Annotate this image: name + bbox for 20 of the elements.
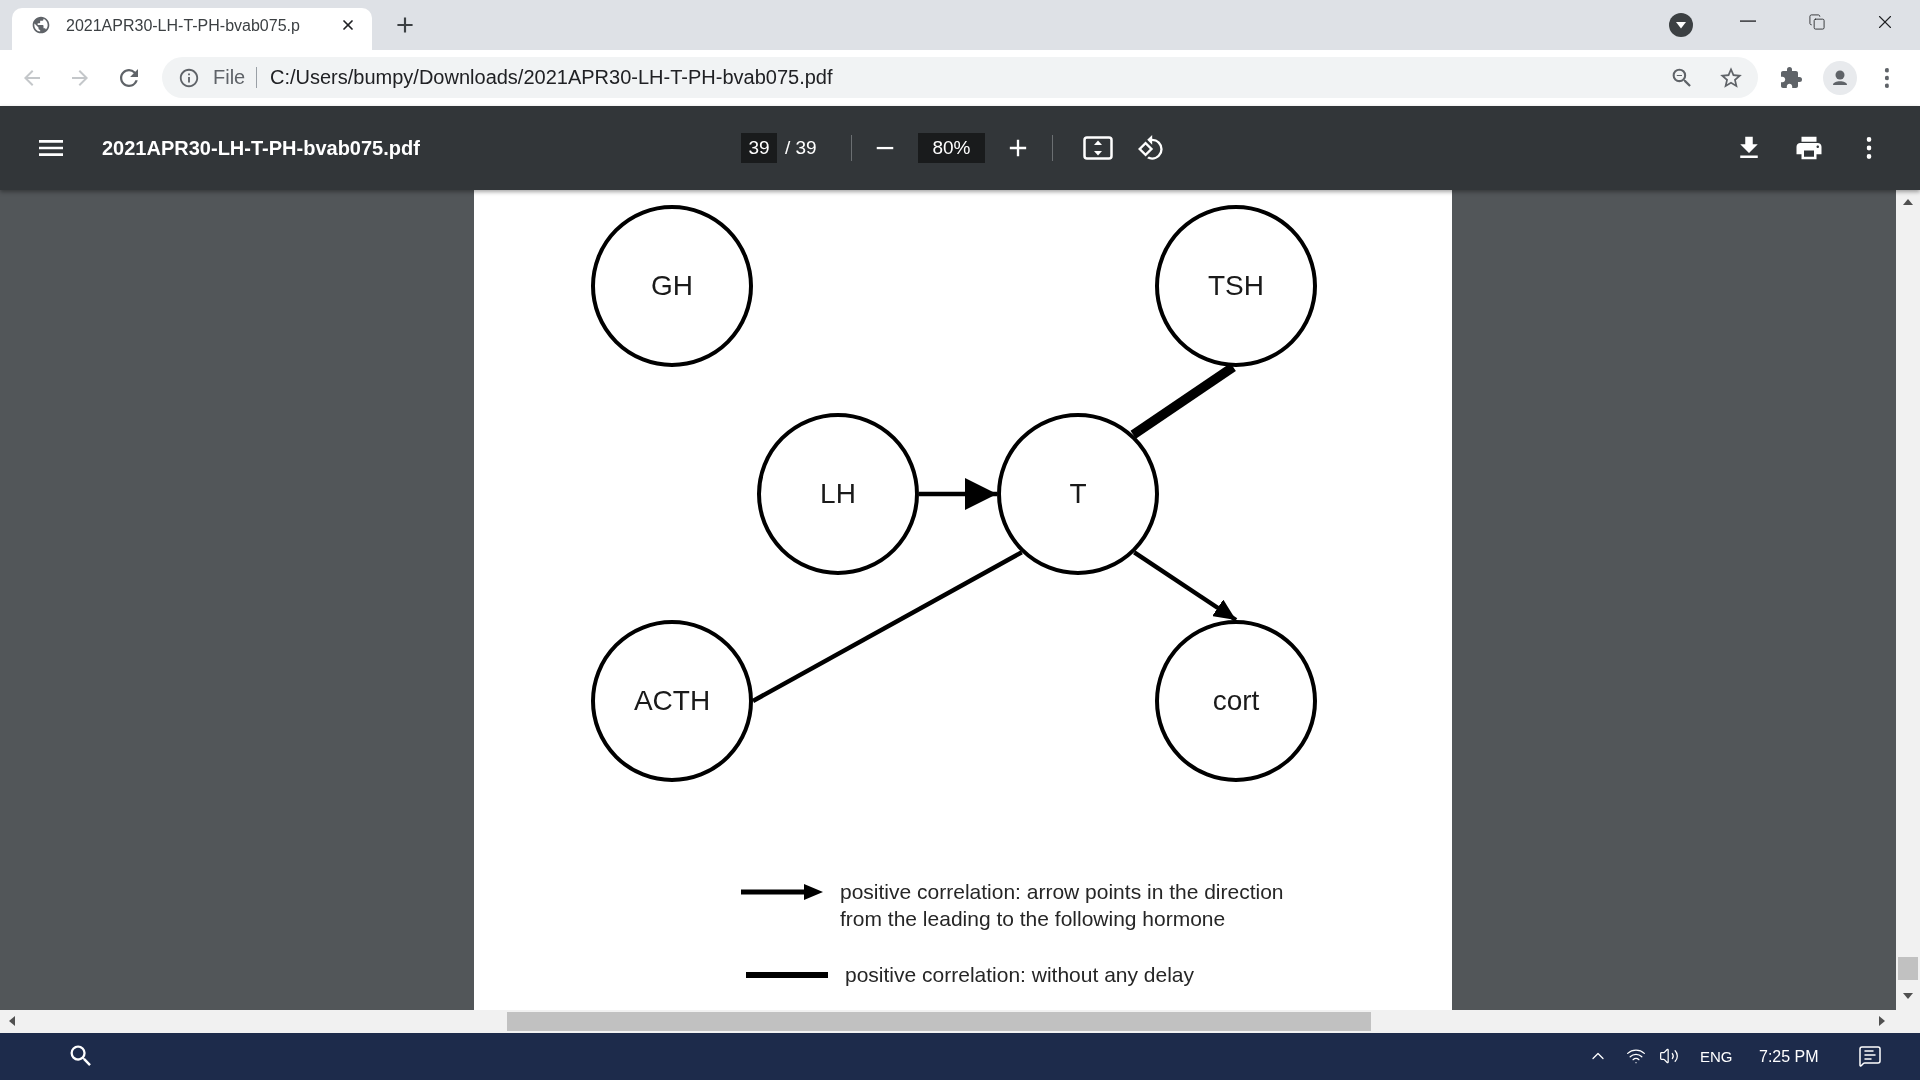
language-indicator: ENG [1700, 1047, 1733, 1066]
url-text: C:/Users/bumpy/Downloads/2021APR30-LH-T-PH-bvab075.pdf [270, 66, 833, 89]
node-label: GH [651, 270, 693, 302]
arrow [919, 478, 997, 510]
zoom-level-field: 80% [918, 133, 985, 163]
tab-title: 2021APR30-LH-T-PH-bvab075.p [66, 16, 300, 36]
url-scheme-label: File [213, 66, 246, 89]
node-label: TSH [1208, 270, 1264, 302]
page-count: / 39 [785, 136, 817, 160]
legend-text: positive correlation: arrow points in the direction from the leading to the following hormone [840, 879, 1285, 932]
document-title: 2021APR30-LH-T-PH-bvab075.pdf [102, 136, 420, 160]
node-label: cort [1212, 685, 1260, 717]
node-label: T [1069, 478, 1087, 510]
node-label: ACTH [633, 685, 711, 717]
legend-text: positive correlation: without any delay [845, 962, 1196, 988]
node-label: LH [820, 478, 856, 510]
page-number-field: 39 [741, 133, 777, 163]
connector-line [751, 550, 1023, 703]
clock-text: 7:25 PM [1759, 1047, 1819, 1066]
arrow [1133, 550, 1238, 622]
